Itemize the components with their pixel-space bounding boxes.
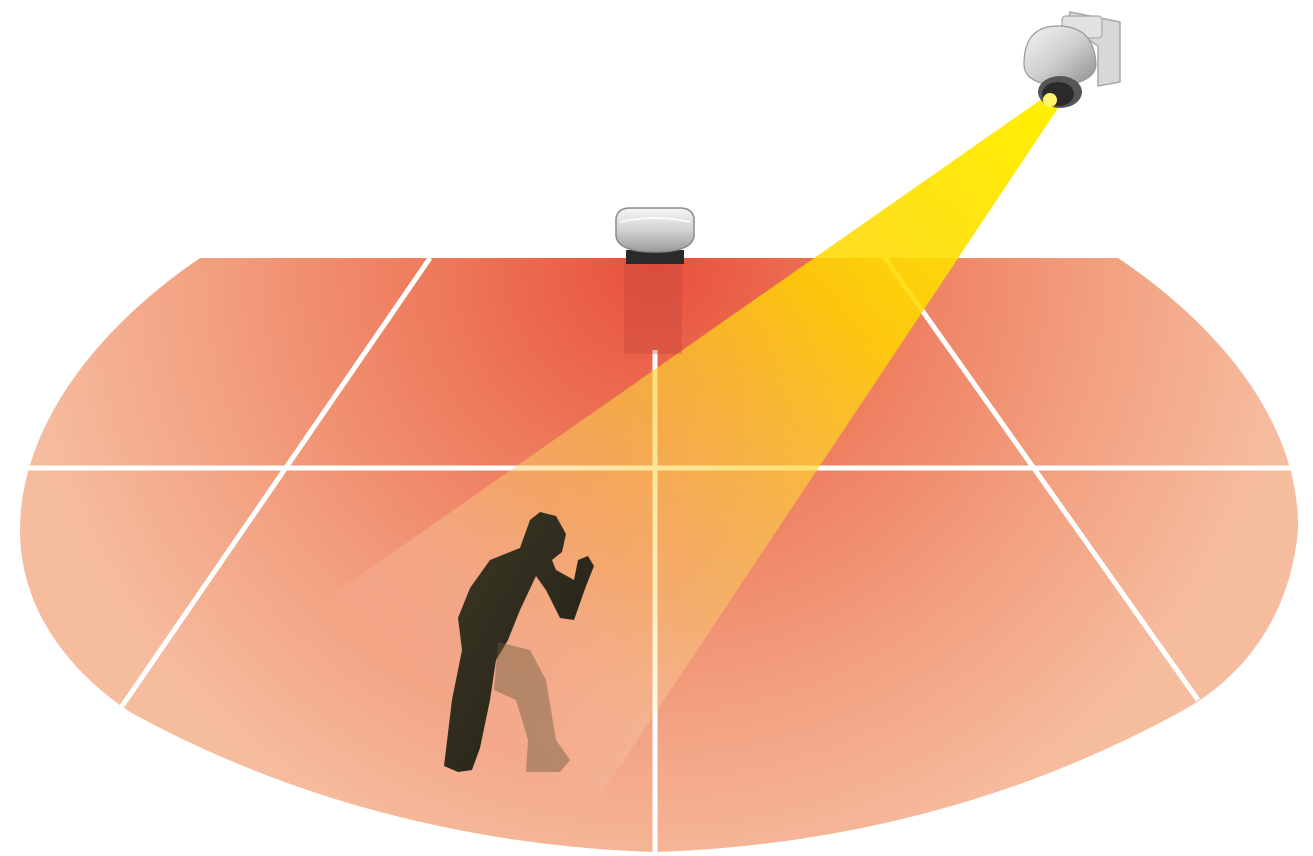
zone-divider-right-inner (882, 258, 1201, 702)
zone-divider-left-inner (115, 258, 433, 714)
radar-sensor-icon (615, 207, 695, 354)
ptz-dome-camera-icon (1023, 11, 1121, 108)
person-silhouette-icon (444, 512, 594, 772)
zone-divider-left-outer (57, 710, 121, 802)
